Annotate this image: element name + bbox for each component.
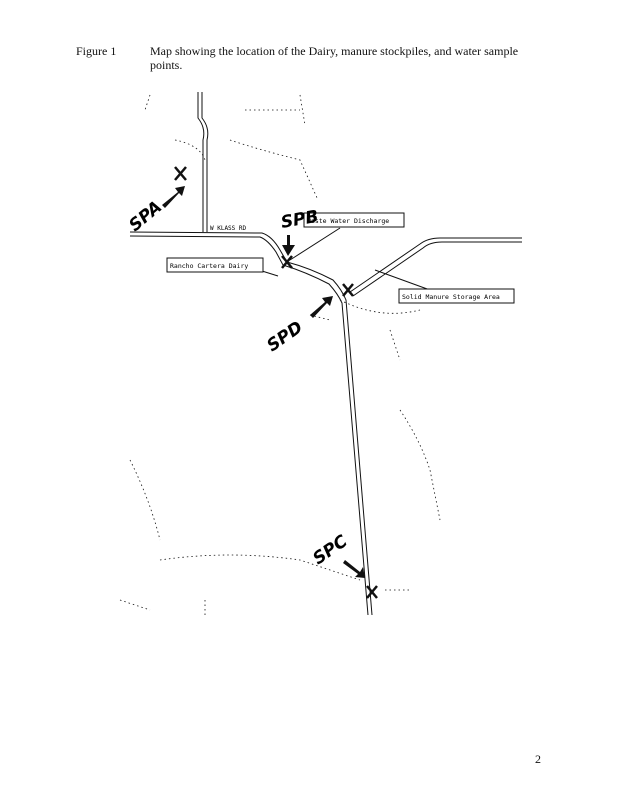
svg-text:Solid Manure Storage Area: Solid Manure Storage Area (402, 293, 500, 301)
svg-text:Waste Water Discharge: Waste Water Discharge (307, 217, 389, 225)
svg-text:Rancho Cartera Dairy: Rancho Cartera Dairy (170, 262, 248, 270)
callout-leaders (261, 227, 431, 291)
spc-arrow-icon (343, 560, 365, 578)
spc-marker (366, 585, 378, 599)
sample-point-markers (174, 166, 378, 599)
callout-dairy: Rancho Cartera Dairy (166, 257, 264, 273)
spd-marker (342, 283, 354, 297)
sample-label-spd: SPD (263, 317, 306, 356)
spb-marker (281, 255, 293, 269)
sample-label-spa: SPA (125, 197, 166, 236)
road-label-klass: W KLASS RD (210, 225, 247, 232)
spa-arrow-icon (162, 186, 185, 208)
arrows (162, 186, 365, 578)
figure-caption: Map showing the location of the Dairy, m… (150, 44, 519, 72)
terrain-contours (119, 94, 441, 615)
sample-label-spb: SPB (279, 207, 320, 233)
roads (129, 92, 522, 616)
figure-label: Figure 1 (76, 44, 117, 58)
spb-arrow-icon (282, 235, 295, 256)
callout-waste-water: Waste Water Discharge (303, 212, 405, 228)
spd-arrow-icon (310, 296, 333, 318)
callout-manure-storage: Solid Manure Storage Area (398, 288, 515, 304)
spa-marker (174, 166, 187, 181)
page-number: 2 (535, 752, 541, 766)
